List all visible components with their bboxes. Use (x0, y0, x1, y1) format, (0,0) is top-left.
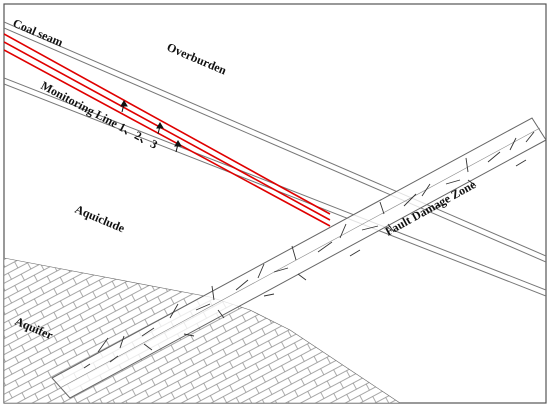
monitoring-line-1 (4, 33, 331, 215)
fault-cracks (83, 131, 535, 369)
monitoring-arrows (120, 100, 182, 153)
monitoring-lines (4, 33, 331, 227)
fault-damage-zone (51, 117, 546, 399)
monitoring-line-3 (4, 49, 331, 227)
monitoring-line-2 (4, 41, 331, 221)
